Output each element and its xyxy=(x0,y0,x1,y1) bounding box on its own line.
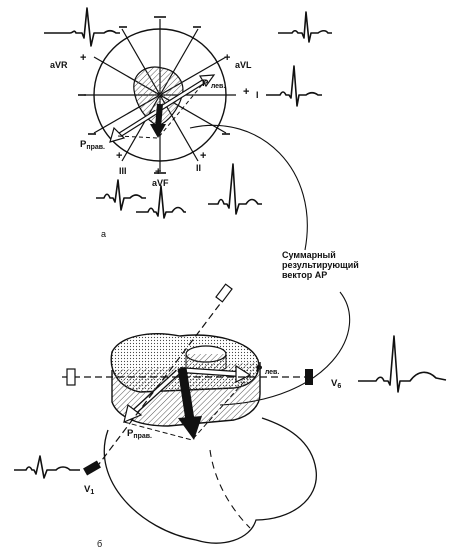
vector-label-p-left-a: P лев. xyxy=(202,78,225,90)
ecg-v1-trace xyxy=(14,456,80,478)
lead-label-i: I xyxy=(256,90,259,100)
ecg-avf-trace xyxy=(136,186,186,218)
ecg-ii-trace xyxy=(208,164,262,214)
ecg-v6-trace xyxy=(358,336,446,392)
electrode-v6 xyxy=(305,369,313,385)
plus-sign-avf: + xyxy=(155,167,161,177)
panel-label-a: а xyxy=(101,229,106,239)
annotation-connector-a xyxy=(190,125,307,250)
electrode-label-v6: V6 xyxy=(331,378,341,390)
lead-label-avf: aVF xyxy=(152,178,169,188)
ecg-avl-trace xyxy=(278,12,332,42)
vector-label-p-right-a: Pправ. xyxy=(80,139,105,151)
plus-sign-avr: + xyxy=(80,53,86,63)
ecg-traces-a xyxy=(44,8,332,218)
vector-label-p-left-b: P лев. xyxy=(256,364,279,376)
lead-label-avr: aVR xyxy=(50,60,68,70)
ecg-iii-trace xyxy=(96,180,146,210)
electrode-v1 xyxy=(83,461,101,476)
plus-sign-ii: + xyxy=(200,151,206,161)
negative-pole-left xyxy=(67,369,75,385)
plus-sign-avl: + xyxy=(224,53,230,63)
electrode-label-v1: V1 xyxy=(84,484,94,496)
plus-sign-iii: + xyxy=(116,151,122,161)
panel-label-b: б xyxy=(97,539,102,549)
lead-label-ii: II xyxy=(196,163,201,173)
ventricle-septum-dashed xyxy=(210,450,250,528)
plus-sign-i: + xyxy=(243,87,249,97)
lead-label-iii: III xyxy=(119,166,127,176)
negative-pole-top xyxy=(216,284,232,302)
ecg-i-trace xyxy=(266,66,322,106)
lead-label-avl: aVL xyxy=(235,60,252,70)
resultant-vector-annotation: Суммарный результирующий вектор АР xyxy=(282,250,392,280)
vector-label-p-right-b: Pправ. xyxy=(127,428,152,440)
ecg-avr-trace xyxy=(44,8,120,46)
